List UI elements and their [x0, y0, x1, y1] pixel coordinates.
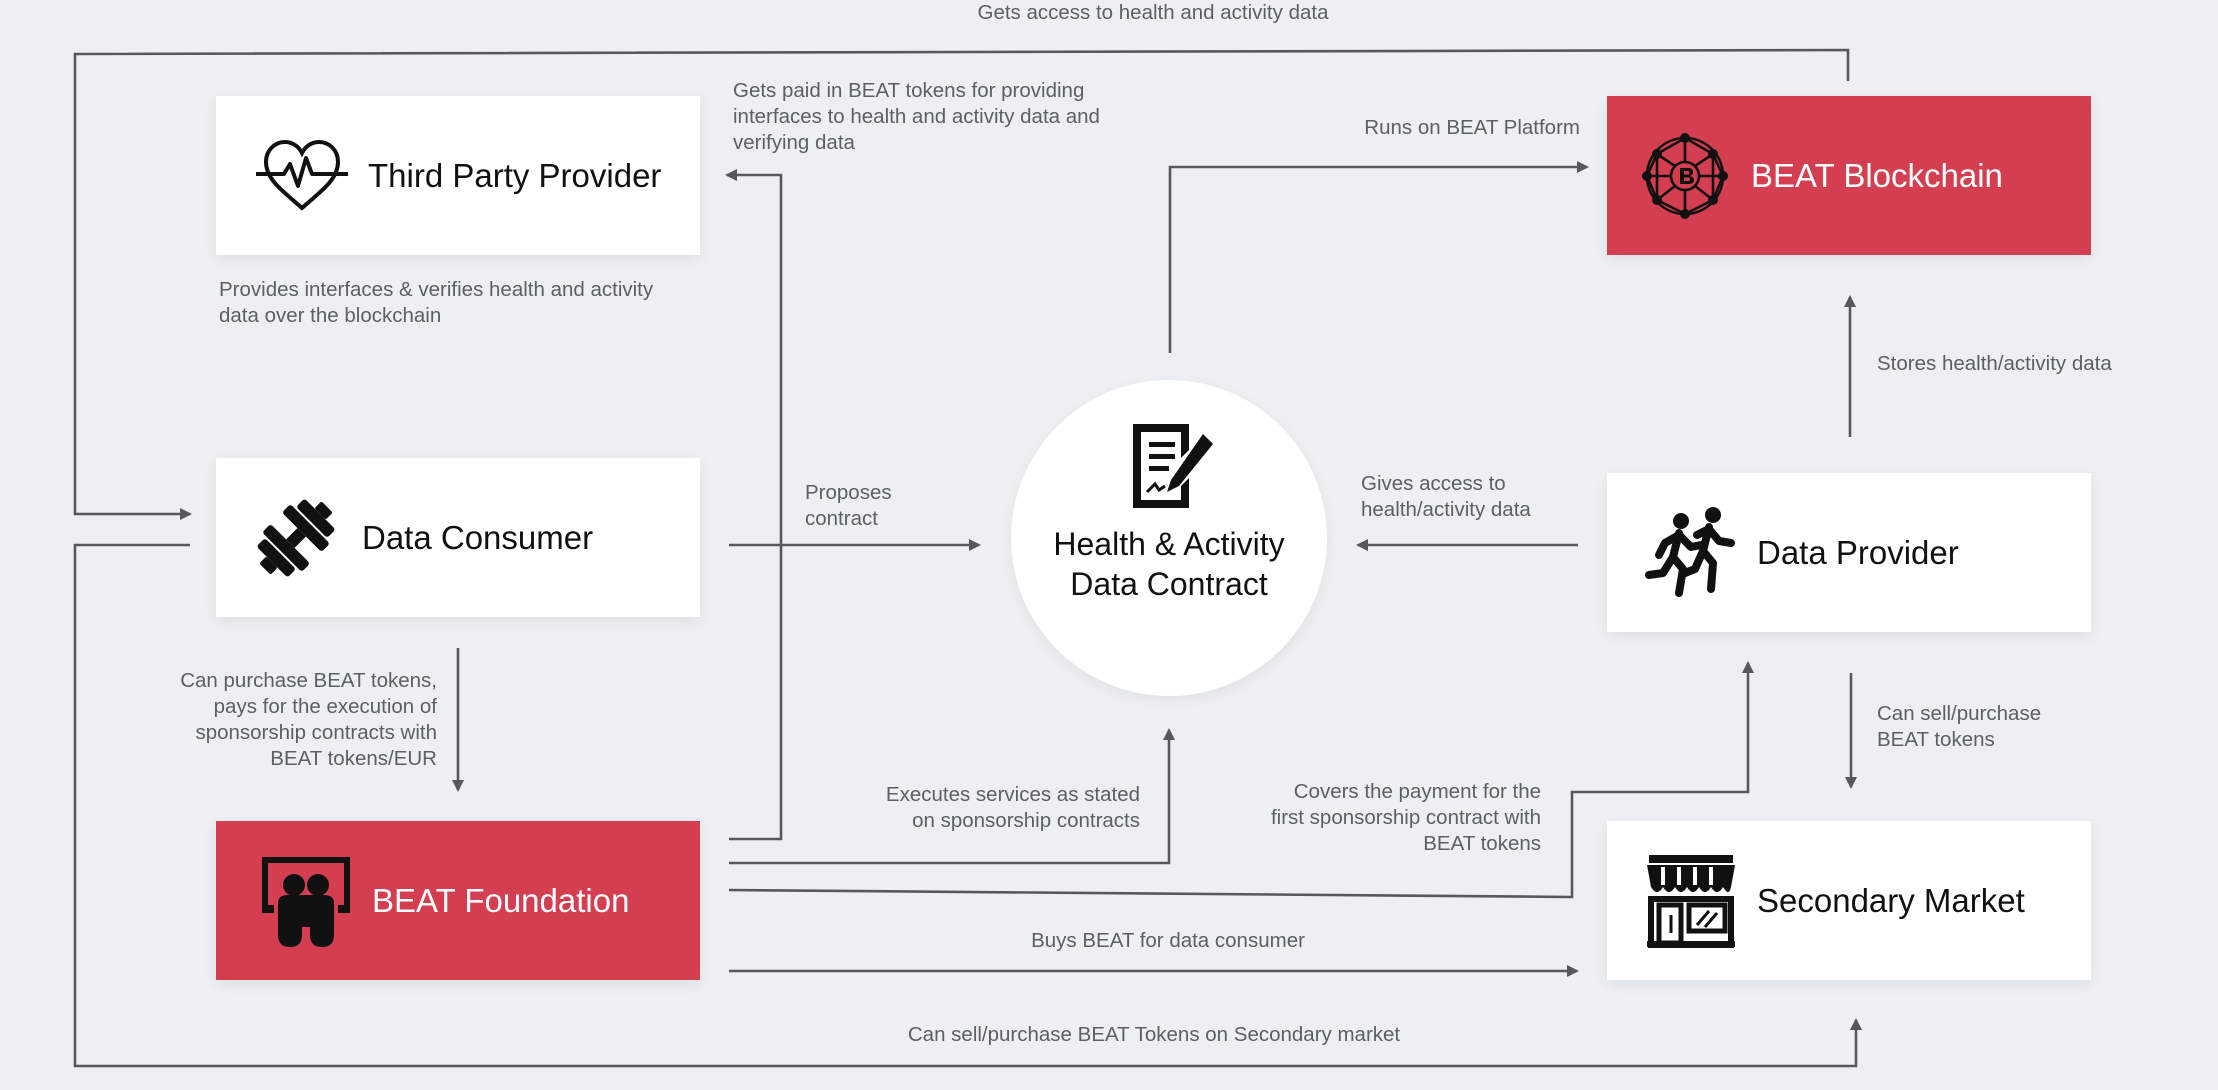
edge-label-top-access: Gets access to health and activity data [977, 1, 1329, 24]
edge-runs-on [1168, 161, 1589, 353]
node-label: Secondary Market [1757, 881, 2025, 919]
node-label: Data Consumer [362, 518, 594, 556]
node-label: Data Provider [1757, 533, 1959, 571]
edge-top-access [73, 48, 1850, 520]
heart-pulse-icon [254, 128, 350, 224]
edge-label-stores: Stores health/activity data [1877, 352, 2112, 375]
edge-label-executes: Executes services as stated on sponsorsh… [885, 783, 1140, 832]
edge-label-can-purchase: Can purchase BEAT tokens, pays for the e… [180, 669, 437, 770]
edge-label-can-sell-purchase: Can sell/purchase BEAT tokens [1877, 702, 2042, 751]
node-label: BEAT Foundation [372, 881, 630, 919]
edge-covers-payment [728, 661, 1754, 899]
contract-title: Health & Activity Data Contract [1053, 526, 1285, 602]
storefront-icon [1643, 853, 1739, 949]
edge-label-proposes: Proposes contract [805, 481, 892, 530]
node-data-provider: Data Provider [1607, 473, 2091, 632]
edge-label-buys-beat: Buys BEAT for data consumer [1031, 929, 1305, 952]
node-label: BEAT Blockchain [1751, 156, 2003, 194]
node-beat-foundation: BEAT Foundation [216, 821, 700, 980]
blockchain-network-icon [1637, 128, 1733, 224]
edge-bottom-sell [73, 543, 1862, 1068]
runners-icon [1643, 505, 1739, 601]
foundation-logo-icon [258, 853, 354, 949]
edge-label-bottom-sell: Can sell/purchase BEAT Tokens on Seconda… [907, 1023, 1401, 1046]
dumbbell-icon [248, 490, 344, 586]
edge-label-gives-access: Gives access to health/activity data [1361, 472, 1531, 521]
node-secondary-market: Secondary Market [1607, 821, 2091, 980]
node-data-consumer: Data Consumer [216, 458, 700, 617]
edge-label-runs-on: Runs on BEAT Platform [1364, 116, 1580, 139]
node-beat-blockchain: BEAT Blockchain [1607, 96, 2091, 255]
edge-label-covers-payment: Covers the payment for the first sponsor… [1270, 780, 1541, 855]
edge-gets-paid [725, 169, 783, 841]
node-health-activity-contract: Health & Activity Data Contract [1011, 380, 1327, 696]
edge-executes [729, 728, 1175, 865]
edge-label-provides-interfaces: Provides interfaces & verifies health an… [219, 278, 654, 327]
contract-document-icon [1123, 420, 1215, 512]
node-third-party-provider: Third Party Provider [216, 96, 700, 255]
edge-label-gets-paid: Gets paid in BEAT tokens for providing i… [733, 79, 1100, 154]
node-label: Third Party Provider [368, 156, 662, 194]
